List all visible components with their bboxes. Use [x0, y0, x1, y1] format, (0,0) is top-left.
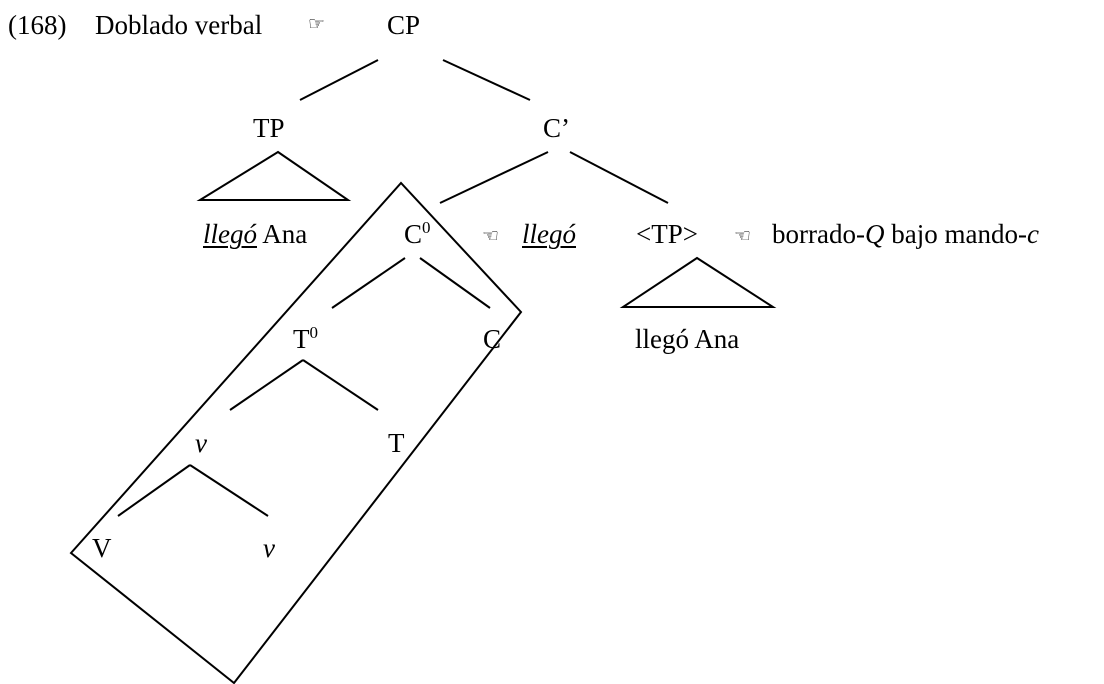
node-c-bar: C’ [543, 113, 570, 143]
node-v-big: V [92, 533, 112, 563]
head-complex-box [69, 181, 523, 684]
pointer-left-icon-2: ☜ [734, 225, 752, 247]
deletion-label-c: c [1026, 219, 1039, 249]
branch-t0-v [229, 359, 304, 411]
node-c0: C0 [404, 218, 431, 249]
branch-cbar-c0 [439, 151, 549, 204]
node-t0-label: T [293, 324, 310, 354]
deletion-label-q: Q [864, 219, 885, 249]
deletion-label-2: bajo mando- [891, 219, 1027, 249]
tp-verb-leaf: llegó [203, 219, 257, 249]
branch-v-big-v [117, 464, 191, 517]
branch-v-small-v [189, 464, 269, 517]
deletion-label-1: borrado- [772, 219, 865, 249]
tp-yield: llegó Ana [203, 221, 307, 248]
pointer-right-icon: ☞ [308, 13, 326, 35]
deletion-annotation: borrado-Q bajo mando-c [772, 221, 1039, 248]
node-v-small-2: v [263, 533, 275, 563]
branch-c0-c [419, 257, 491, 309]
tp-subject-leaf: Ana [262, 219, 308, 249]
branch-cbar-tp-copy [569, 151, 669, 204]
node-tp-copy: <TP> [636, 219, 698, 249]
branch-c0-t0 [331, 257, 406, 309]
c0-spellout: llegó [522, 219, 576, 249]
example-number: (168) [8, 10, 67, 40]
node-c0-superscript: 0 [422, 218, 431, 237]
node-c: C [483, 324, 502, 354]
branch-cp-cbar [442, 59, 531, 101]
node-cp: CP [387, 10, 421, 40]
tp-copy-yield: llegó Ana [635, 324, 740, 354]
node-c0-label: C [404, 219, 423, 249]
node-t: T [388, 428, 405, 458]
branch-cp-tp [299, 59, 379, 101]
tp-triangle [196, 150, 352, 201]
node-t0-superscript: 0 [309, 323, 319, 342]
node-t0: T0 [293, 323, 319, 354]
tp-copy-triangle [619, 256, 777, 308]
node-tp: TP [253, 113, 285, 143]
pointer-left-icon-1: ☜ [482, 225, 500, 247]
node-v-small: v [195, 428, 207, 458]
branch-t0-t [302, 359, 379, 411]
example-title: Doblado verbal [95, 10, 263, 40]
